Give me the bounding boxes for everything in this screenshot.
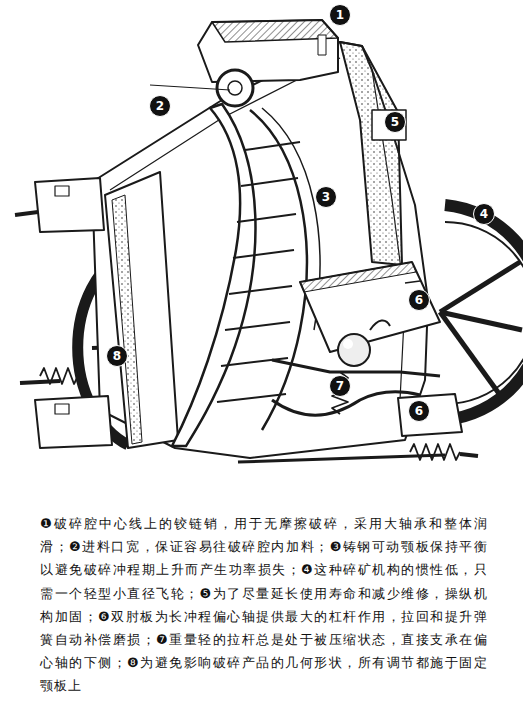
- callout-text: 6: [415, 293, 423, 307]
- tie-rod: [238, 455, 445, 462]
- base-block: [398, 394, 462, 436]
- callout-text: 2: [156, 99, 164, 113]
- flywheel: [445, 205, 523, 420]
- rib: [225, 322, 290, 330]
- frame-side-plate: [92, 42, 428, 458]
- callout-text: 4: [480, 207, 488, 221]
- callout-number: 6: [408, 400, 430, 422]
- callout-text: 1: [336, 8, 344, 22]
- base-block: [35, 396, 112, 448]
- flywheel-spokes: [440, 262, 522, 395]
- toggle-ball: [338, 334, 370, 366]
- bearing-housing: [198, 20, 338, 82]
- caption: ❶破碎腔中心线上的铰链销，用于无摩擦破碎，采用大轴承和整体润滑；❷进料口宽，保证…: [40, 512, 488, 698]
- callout-number: 5: [384, 111, 406, 133]
- callout-text: 7: [336, 379, 344, 393]
- fixed-jaw: [105, 172, 178, 448]
- toggle-plate: [272, 360, 440, 376]
- callout-text: 5: [391, 115, 399, 129]
- callout-text: 8: [113, 349, 121, 363]
- callout-number: 8: [106, 345, 128, 367]
- movable-jaw: [172, 104, 255, 446]
- rib: [229, 286, 292, 294]
- callout-number: 1: [329, 4, 351, 26]
- rib: [241, 178, 298, 186]
- callout-number: 6: [408, 289, 430, 311]
- callout-number: 7: [329, 375, 351, 397]
- hinge-pin: [217, 70, 253, 106]
- rib: [233, 250, 294, 258]
- callout-number: 2: [149, 95, 171, 117]
- base-block: [35, 178, 104, 232]
- callout-number: 3: [315, 186, 337, 208]
- callout-text: 3: [322, 190, 330, 204]
- rib: [245, 142, 300, 150]
- frame-wall: [340, 42, 402, 265]
- toggle-housing: [300, 262, 440, 352]
- spring: [40, 368, 78, 384]
- spring: [410, 444, 460, 460]
- callout-number: 4: [473, 203, 495, 225]
- callout-text: 6: [415, 404, 423, 418]
- rib: [237, 214, 296, 222]
